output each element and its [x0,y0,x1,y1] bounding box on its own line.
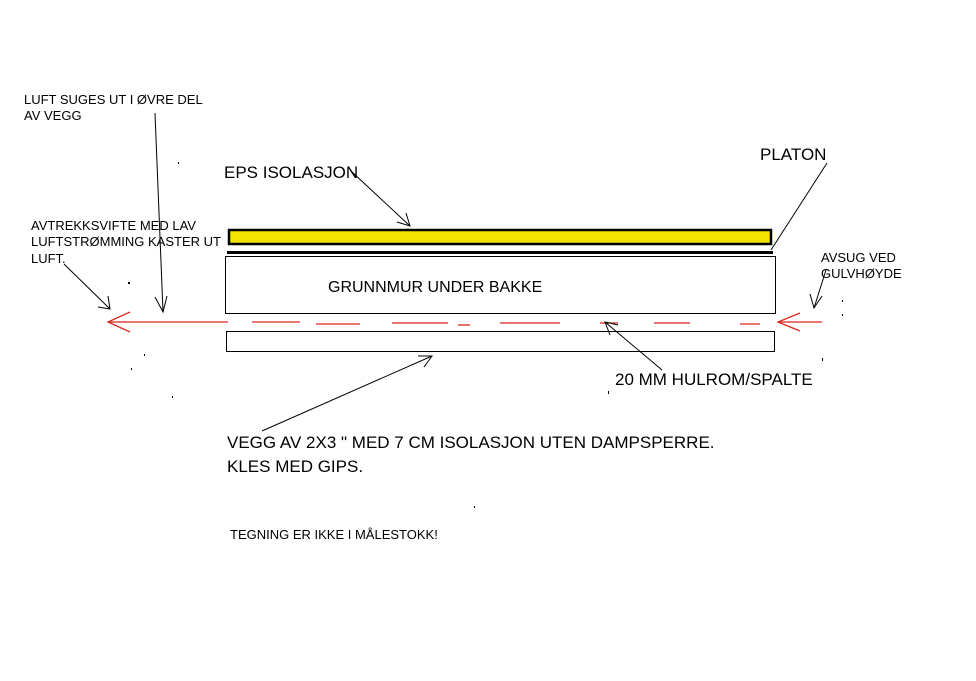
eps-insulation-layer [227,228,773,246]
label-avtrekksvifte: AVTREKKSVIFTE MED LAV LUFTSTRØMMING KAST… [31,218,221,266]
foundation-wall [225,256,776,314]
label-eps-isolasjon: EPS ISOLASJON [224,163,359,182]
stray-marks [128,162,843,508]
airflow-arrows [106,311,822,333]
label-tegning: TEGNING ER IKKE I MÅLESTOKK! [230,527,438,542]
label-vegg: VEGG AV 2X3 " MED 7 CM ISOLASJON UTEN DA… [227,433,715,477]
inner-wall [226,331,775,352]
label-luft-suges: LUFT SUGES UT I ØVRE DEL AV VEGG [24,92,203,124]
label-avsug: AVSUG VED GULVHØYDE [821,250,902,282]
leader-lines [63,112,828,432]
label-grunnmur: GRUNNMUR UNDER BAKKE [328,279,543,296]
label-hulrom: 20 MM HULROM/SPALTE [615,370,813,389]
label-platon: PLATON [760,145,827,164]
